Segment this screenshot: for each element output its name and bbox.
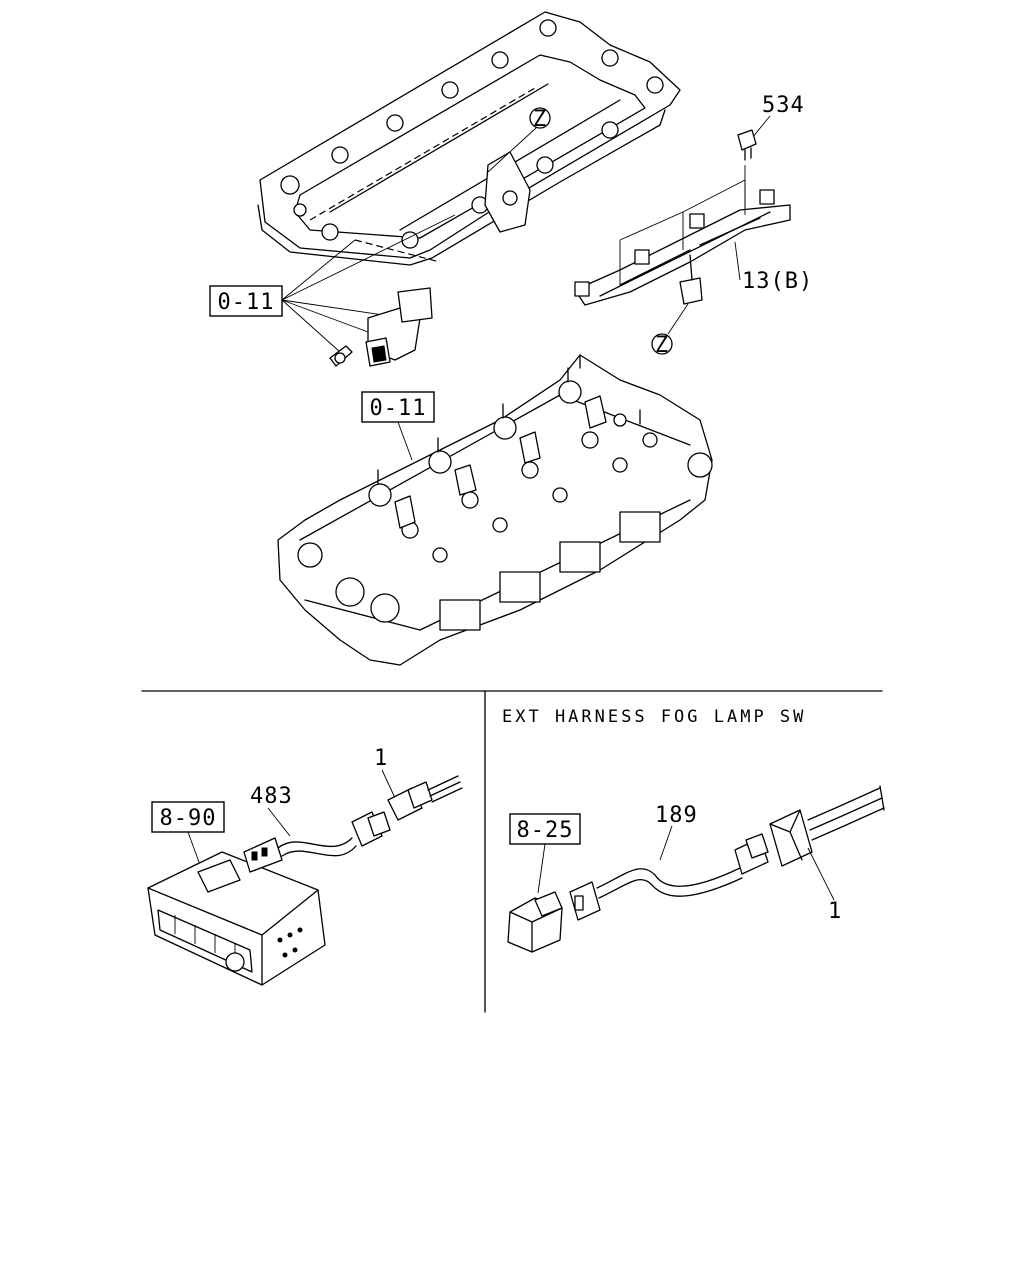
part-483-label: 483 (250, 784, 293, 809)
harness-483: 483 (243, 784, 391, 873)
connector-1-left: 1 (374, 746, 463, 821)
part-534-label: 534 (762, 93, 805, 118)
part-13b-label: 13(B) (742, 269, 813, 294)
ref-8-90: 8-90 (151, 801, 225, 866)
ref-z-top: Z (487, 107, 551, 173)
rocker-cover-gasket (257, 11, 681, 266)
ref-z-harness: Z (651, 303, 689, 358)
ref-0-11-gasket-label: 0-11 (218, 290, 275, 315)
harness-189: 189 (569, 803, 769, 921)
ref-z-top-label: Z (533, 107, 547, 132)
part-1-left-label: 1 (374, 746, 388, 771)
connector-1-right: 1 (769, 785, 885, 924)
ref-z-harness-label: Z (655, 333, 669, 358)
fog-lamp-switch (507, 891, 563, 953)
ref-0-11-gasket: 0-11 (209, 214, 456, 353)
ref-8-25-label: 8-25 (517, 818, 574, 843)
ref-8-25: 8-25 (509, 813, 581, 894)
radio-unit (147, 851, 326, 986)
section-title: EXT HARNESS FOG LAMP SW (502, 707, 806, 727)
sensor-assembly (329, 287, 433, 367)
wiring-harness-13b: 13(B) (574, 179, 813, 306)
part-189-label: 189 (655, 803, 698, 828)
part-1-right-label: 1 (828, 899, 842, 924)
ref-0-11-head-label: 0-11 (370, 396, 427, 421)
ref-0-11-head: 0-11 (361, 391, 435, 461)
ref-8-90-label: 8-90 (160, 806, 217, 831)
cylinder-head (277, 354, 713, 666)
